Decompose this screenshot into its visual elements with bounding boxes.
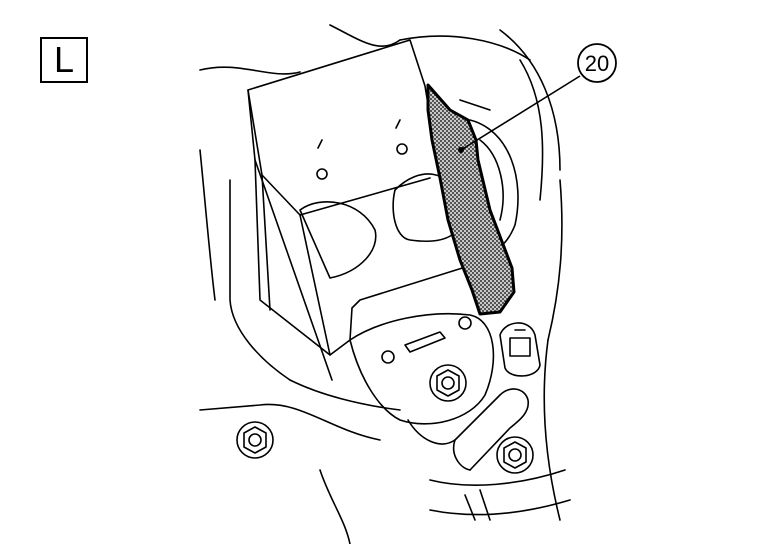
view-label-box: L: [40, 37, 88, 83]
callout-circle: [577, 43, 617, 83]
lower-bracket: [349, 312, 495, 425]
view-label: L: [53, 39, 75, 80]
callout-number: 20: [585, 51, 609, 76]
highlighted-part: [426, 83, 516, 316]
sensor-connector: [499, 322, 541, 377]
bolt-left: [236, 421, 274, 459]
bolt-right: [496, 436, 534, 474]
hose: [407, 388, 571, 521]
bolt-center: [429, 364, 467, 402]
callout-20: 20: [458, 43, 617, 153]
engine-outline: [199, 24, 563, 544]
mounting-bracket: [247, 39, 473, 381]
